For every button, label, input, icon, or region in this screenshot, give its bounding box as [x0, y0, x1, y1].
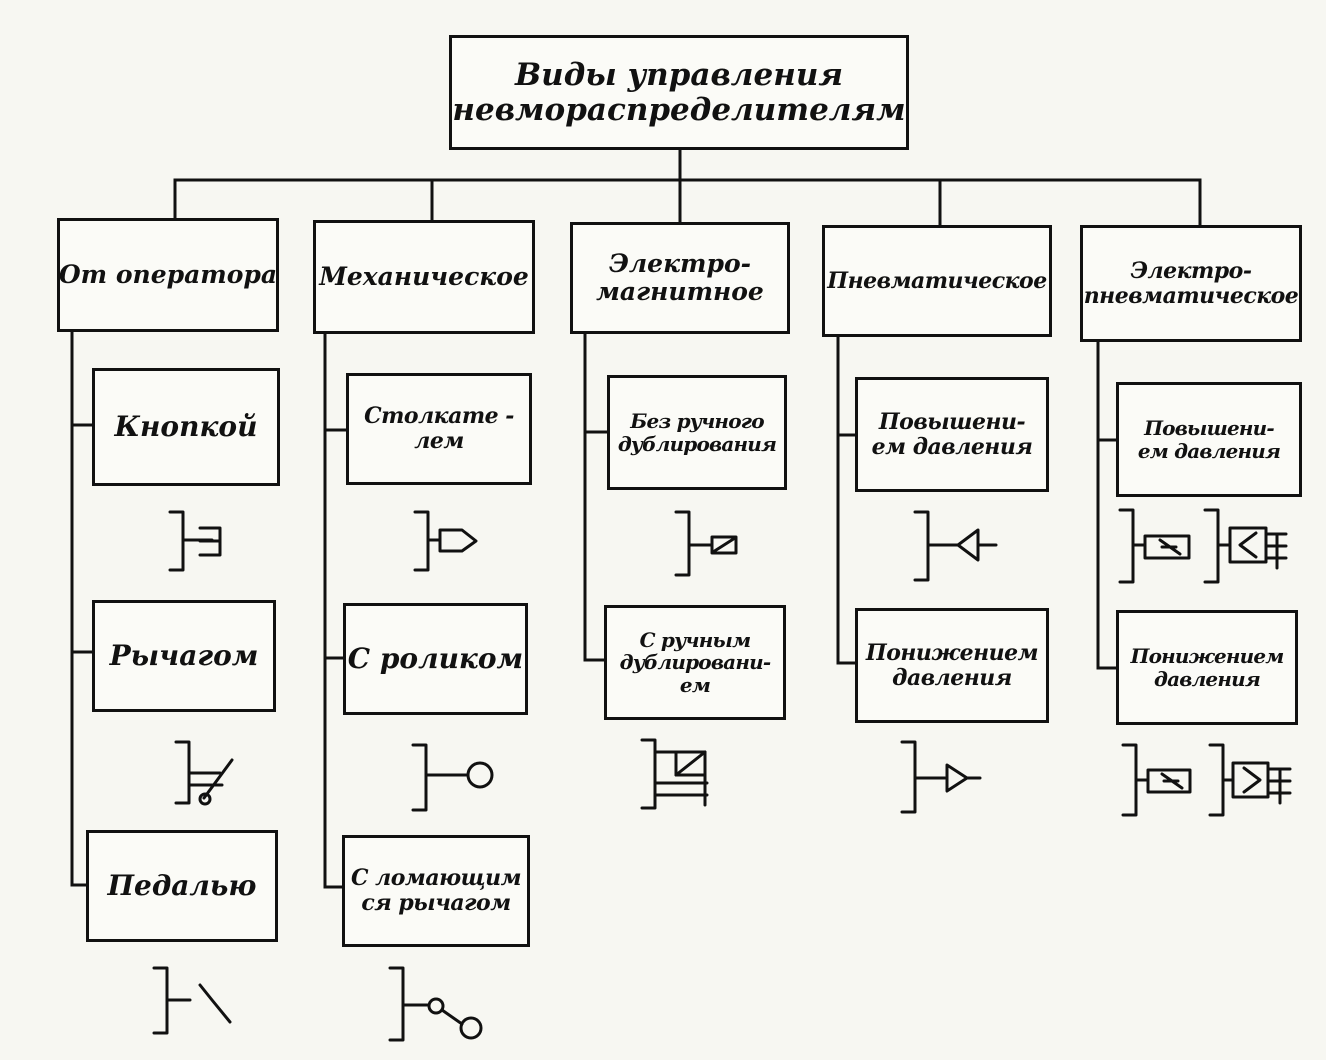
root-title-line1: Виды управления [514, 56, 844, 93]
item-pedal: Педалью [86, 830, 278, 942]
item-label: Столкате - [364, 403, 514, 430]
item-electropneumatic-increase: Повышени- ем давления [1116, 382, 1302, 497]
category-operator: От оператора [57, 218, 279, 332]
category-electromagnetic: Электро- магнитное [570, 222, 790, 334]
item-label: давления [892, 664, 1012, 691]
item-label: Повышени- [1144, 416, 1275, 441]
root-box: Виды управления пневмораспределителями [449, 35, 909, 150]
category-label: Электро- [609, 249, 751, 278]
root-title-line2: пневмораспределителями [449, 91, 909, 128]
item-button: Кнопкой [92, 368, 280, 486]
item-label: дублировани- [619, 650, 772, 675]
category-label: От оператора [58, 260, 278, 289]
category-mechanical: Механическое [313, 220, 535, 334]
item-label: Кнопкой [114, 410, 258, 444]
item-label: дублирования [617, 431, 777, 456]
roller-symbol-icon [411, 743, 494, 812]
item-label: Понижением [1130, 644, 1284, 669]
solenoid-manual-override-symbol-icon [640, 738, 709, 810]
category-label: Механическое [319, 262, 529, 291]
category-electropneumatic: Электро- пневматическое [1080, 225, 1302, 342]
item-label: давления [1153, 666, 1261, 691]
item-electropneumatic-decrease: Понижением давления [1116, 610, 1298, 725]
item-label: ем давления [1137, 438, 1281, 463]
item-label: лем [414, 428, 464, 454]
item-label: С ручным [639, 627, 751, 652]
electro-pneumatic-increase-symbol-icon [1118, 508, 1288, 584]
item-label: Педалью [107, 869, 257, 903]
item-label: ем давления [871, 433, 1033, 460]
electro-pneumatic-decrease-symbol-icon [1121, 743, 1292, 817]
item-pneumatic-decrease: Понижением давления [855, 608, 1049, 723]
item-label: Повышени- [878, 408, 1026, 435]
item-manual-override: С ручным дублировани- ем [604, 605, 786, 720]
item-label: С ломающим [350, 865, 522, 892]
item-label: ем [679, 672, 711, 697]
item-pusher: Столкате - лем [346, 373, 532, 485]
category-label: Пневматическое [827, 267, 1047, 294]
item-label: Понижением [865, 639, 1039, 666]
item-label: ся рычагом [361, 890, 511, 916]
solenoid-symbol-icon [674, 510, 738, 577]
category-label: пневматическое [1083, 282, 1299, 309]
item-roller: С роликом [343, 603, 528, 715]
broken-lever-roller-symbol-icon [388, 966, 483, 1042]
pusher-symbol-icon [413, 510, 478, 572]
pressure-decrease-symbol-icon [900, 740, 982, 814]
category-label: Электро- [1130, 257, 1252, 284]
lever-symbol-icon [174, 740, 234, 806]
item-no-manual-override: Без ручного дублирования [607, 375, 787, 490]
item-label: Рычагом [109, 639, 259, 673]
category-label: магнитное [596, 277, 764, 306]
item-broken-lever: С ломающим ся рычагом [342, 835, 530, 947]
item-label: Без ручного [630, 409, 764, 434]
category-pneumatic: Пневматическое [822, 225, 1052, 337]
pedal-symbol-icon [152, 966, 232, 1035]
item-lever: Рычагом [92, 600, 276, 712]
button-symbol-icon [168, 510, 222, 572]
item-label: С роликом [347, 642, 524, 676]
pressure-increase-symbol-icon [913, 510, 998, 582]
item-pneumatic-increase: Повышени- ем давления [855, 377, 1049, 492]
